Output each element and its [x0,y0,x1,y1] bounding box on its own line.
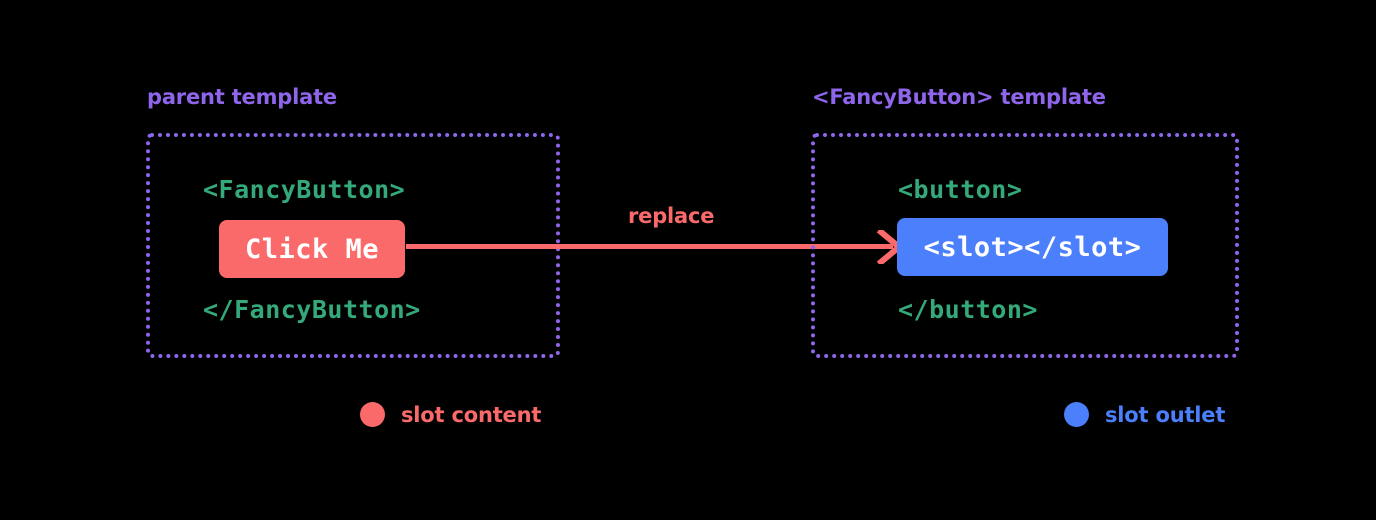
code-close-button: </button> [898,295,1038,324]
fancybutton-template-panel [811,133,1239,358]
replace-arrow-line [406,244,893,249]
legend-item-slot-outlet: slot outlet [1064,402,1225,427]
fancybutton-template-label: <FancyButton> template [812,85,1106,109]
legend-label-slot-outlet: slot outlet [1105,402,1226,427]
legend-item-slot-content: slot content [360,402,541,427]
slot-content-chip: Click Me [219,220,405,278]
legend-label-slot-content: slot content [401,402,542,427]
parent-template-label: parent template [147,85,337,109]
code-open-button: <button> [898,175,1023,204]
code-close-fancybutton: </FancyButton> [203,295,421,324]
circle-blue-icon [1064,402,1089,427]
code-open-fancybutton: <FancyButton> [203,175,406,204]
slot-outlet-chip: <slot></slot> [897,218,1168,276]
circle-red-icon [360,402,385,427]
replace-label: replace [628,204,715,228]
